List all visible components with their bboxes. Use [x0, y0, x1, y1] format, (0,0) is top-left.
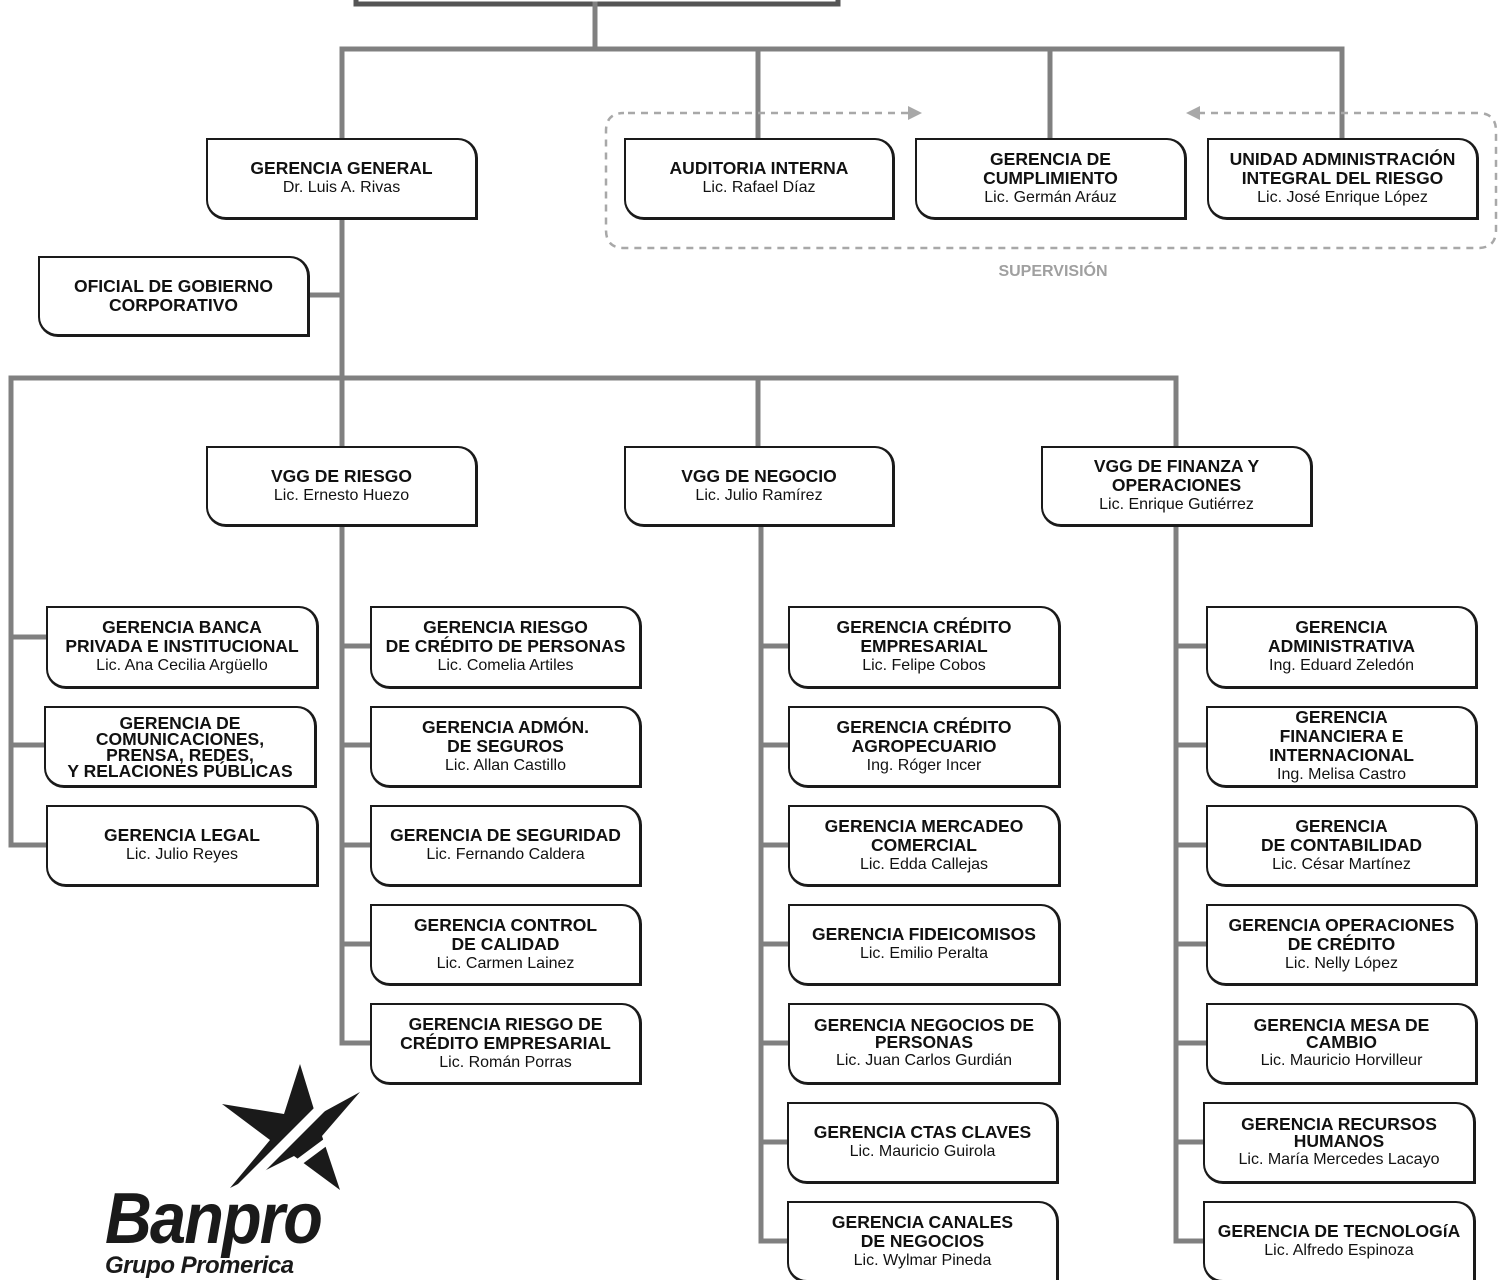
box-title: GERENCIA CTAS CLAVES	[813, 1122, 1032, 1142]
box-legal: GERENCIA LEGAL Lic. Julio Reyes	[46, 805, 319, 887]
box-ctas-claves: GERENCIA CTAS CLAVES Lic. Mauricio Guiro…	[787, 1102, 1059, 1184]
box-person: Lic. Mauricio Horvilleur	[1260, 1051, 1423, 1069]
box-gobierno-corporativo: OFICIAL DE GOBIERNO CORPORATIVO	[38, 256, 310, 337]
box-person: Lic. Edda Callejas	[859, 855, 989, 873]
box-mesa-cambio: GERENCIA MESA DE CAMBIO Lic. Mauricio Ho…	[1206, 1003, 1478, 1085]
supervision-arrows	[908, 106, 1200, 120]
box-person: Lic. Román Porras	[439, 1053, 572, 1071]
box-title: GERENCIA DE TECNOLOGíA	[1217, 1221, 1461, 1241]
box-person: Lic. Julio Ramírez	[695, 486, 823, 504]
box-title: GERENCIA OPERACIONES DE CRÉDITO	[1228, 914, 1455, 954]
box-title: GERENCIA CANALES DE NEGOCIOS	[831, 1211, 1014, 1251]
box-person: Lic. Wylmar Pineda	[853, 1251, 992, 1269]
box-person: Lic. Enrique Gutiérrez	[1099, 496, 1254, 513]
box-person: Lic. Alfredo Espinoza	[1264, 1242, 1414, 1259]
box-person: Ing. Eduard Zeledón	[1269, 657, 1414, 674]
box-title: VGG DE RIESGO	[271, 465, 412, 486]
box-tecnologia: GERENCIA DE TECNOLOGíA Lic. Alfredo Espi…	[1203, 1201, 1476, 1280]
box-title: GERENCIA MERCADEO COMERCIAL	[824, 815, 1024, 855]
box-title: GERENCIA ADMINISTRATIVA	[1267, 617, 1416, 656]
box-title: GERENCIA LEGAL	[104, 825, 260, 845]
box-title: GERENCIA DE SEGURIDAD	[390, 825, 621, 845]
box-title: VGG DE NEGOCIO	[681, 465, 837, 486]
supervision-label: SUPERVISIÓN	[998, 263, 1108, 280]
box-seguridad: GERENCIA DE SEGURIDAD Lic. Fernando Cald…	[370, 805, 642, 887]
box-contabilidad: GERENCIA DE CONTABILIDAD Lic. César Mart…	[1206, 805, 1478, 887]
box-title: VGG DE FINANZA Y OPERACIONES	[1093, 456, 1260, 495]
box-recursos-humanos: GERENCIA RECURSOS HUMANOS Lic. María Mer…	[1203, 1102, 1476, 1184]
logo-tagline: Grupo Promerica	[105, 1252, 294, 1279]
box-credito-agropecuario: GERENCIA CRÉDITO AGROPECUARIO Ing. Róger…	[788, 706, 1061, 788]
box-person: Ing. Róger Incer	[866, 756, 982, 774]
box-negocios-personas: GERENCIA NEGOCIOS DE PERSONAS Lic. Juan …	[788, 1003, 1061, 1085]
box-vgg-riesgo: VGG DE RIESGO Lic. Ernesto Huezo	[206, 446, 478, 527]
box-title: GERENCIA NEGOCIOS DE PERSONAS	[813, 1014, 1035, 1052]
box-person: Lic. José Enrique López	[1257, 188, 1428, 206]
box-title: GERENCIA ADMÓN. DE SEGUROS	[422, 716, 589, 756]
box-person: Dr. Luis A. Rivas	[282, 179, 401, 196]
box-auditoria-interna: AUDITORIA INTERNA Lic. Rafael Díaz	[624, 138, 895, 220]
box-person: Lic. Ernesto Huezo	[273, 486, 410, 504]
box-title: GERENCIA GENERAL	[250, 158, 433, 178]
box-administrativa: GERENCIA ADMINISTRATIVA Ing. Eduard Zele…	[1206, 606, 1478, 689]
box-person: Lic. Germán Aráuz	[984, 188, 1117, 206]
box-title: GERENCIA DE COMUNICACIONES, PRENSA, REDE…	[67, 712, 293, 781]
box-title: GERENCIA FINANCIERA E INTERNACIONAL	[1269, 707, 1414, 765]
box-title: GERENCIA RIESGO DE CRÉDITO EMPRESARIAL	[400, 1013, 611, 1053]
box-cumplimiento: GERENCIA DE CUMPLIMIENTO Lic. Germán Ará…	[915, 138, 1187, 220]
box-person: Lic. Comelia Artiles	[437, 657, 574, 674]
box-title: GERENCIA RIESGO DE CRÉDITO DE PERSONAS	[385, 617, 626, 656]
box-comunicaciones: GERENCIA DE COMUNICACIONES, PRENSA, REDE…	[44, 706, 317, 788]
box-person: Lic. Mauricio Guirola	[849, 1143, 996, 1160]
box-vgg-finanzas: VGG DE FINANZA Y OPERACIONES Lic. Enriqu…	[1041, 446, 1313, 527]
box-title: AUDITORIA INTERNA	[669, 158, 849, 178]
box-person: Lic. Felipe Cobos	[862, 657, 986, 674]
box-person: Lic. María Mercedes Lacayo	[1238, 1150, 1440, 1168]
star-logo-icon	[216, 1064, 360, 1212]
box-mercadeo: GERENCIA MERCADEO COMERCIAL Lic. Edda Ca…	[788, 805, 1061, 887]
box-fideicomisos: GERENCIA FIDEICOMISOS Lic. Emilio Peralt…	[788, 904, 1061, 986]
box-riesgo-integral: UNIDAD ADMINISTRACIÓN INTEGRAL DEL RIESG…	[1207, 138, 1479, 220]
box-canales-negocios: GERENCIA CANALES DE NEGOCIOS Lic. Wylmar…	[787, 1201, 1059, 1280]
box-person: Lic. Allan Castillo	[445, 756, 566, 774]
box-person: Lic. Juan Carlos Gurdián	[835, 1051, 1013, 1069]
box-person: Lic. Ana Cecilia Argüello	[96, 657, 268, 674]
box-title: GERENCIA RECURSOS HUMANOS	[1241, 1113, 1437, 1151]
box-title: GERENCIA CRÉDITO EMPRESARIAL	[836, 617, 1012, 656]
box-title: GERENCIA DE CUMPLIMIENTO	[983, 148, 1118, 188]
box-financiera: GERENCIA FINANCIERA E INTERNACIONAL Ing.…	[1206, 706, 1478, 788]
box-title: GERENCIA CONTROL DE CALIDAD	[413, 914, 598, 954]
supervision-frame	[604, 111, 1498, 250]
box-title: UNIDAD ADMINISTRACIÓN INTEGRAL DEL RIESG…	[1229, 148, 1456, 188]
box-vgg-negocio: VGG DE NEGOCIO Lic. Julio Ramírez	[624, 446, 895, 527]
box-person: Ing. Melisa Castro	[1277, 766, 1406, 783]
box-credito-empresarial: GERENCIA CRÉDITO EMPRESARIAL Lic. Felipe…	[788, 606, 1061, 689]
box-person: Lic. Rafael Díaz	[702, 179, 816, 196]
logo-wordmark: Banpro	[105, 1179, 323, 1259]
box-seguros: GERENCIA ADMÓN. DE SEGUROS Lic. Allan Ca…	[370, 706, 642, 788]
box-title: GERENCIA BANCA PRIVADA E INSTITUCIONAL	[65, 617, 299, 656]
box-person: Lic. Carmen Lainez	[436, 954, 575, 972]
box-person: Lic. Julio Reyes	[125, 846, 239, 863]
box-operaciones-credito: GERENCIA OPERACIONES DE CRÉDITO Lic. Nel…	[1206, 904, 1478, 986]
box-person: Lic. Fernando Caldera	[426, 846, 585, 863]
box-title: GERENCIA DE CONTABILIDAD	[1260, 815, 1423, 855]
box-person: Lic. Nelly López	[1285, 954, 1398, 972]
box-title: GERENCIA MESA DE CAMBIO	[1253, 1014, 1430, 1052]
box-title: OFICIAL DE GOBIERNO CORPORATIVO	[74, 276, 273, 315]
box-riesgo-credito-personas: GERENCIA RIESGO DE CRÉDITO DE PERSONAS L…	[370, 606, 642, 689]
box-person: Lic. Emilio Peralta	[859, 945, 989, 962]
box-control-calidad: GERENCIA CONTROL DE CALIDAD Lic. Carmen …	[370, 904, 642, 986]
box-riesgo-credito-empresarial: GERENCIA RIESGO DE CRÉDITO EMPRESARIAL L…	[370, 1003, 642, 1085]
box-banca-privada: GERENCIA BANCA PRIVADA E INSTITUCIONAL L…	[46, 606, 319, 689]
box-gerencia-general: GERENCIA GENERAL Dr. Luis A. Rivas	[206, 138, 478, 220]
box-person: Lic. César Martínez	[1272, 855, 1411, 873]
box-title: GERENCIA FIDEICOMISOS	[812, 924, 1036, 944]
box-title: GERENCIA CRÉDITO AGROPECUARIO	[836, 716, 1012, 756]
